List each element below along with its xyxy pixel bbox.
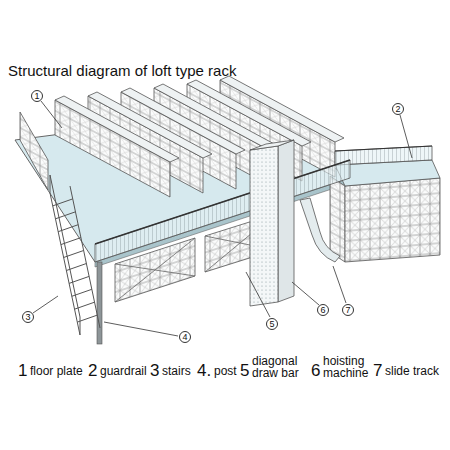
leader-lines-part (33, 296, 58, 313)
part-name: slide track (385, 365, 439, 379)
leader-lines-part (333, 266, 346, 303)
stairs-part (50, 175, 80, 317)
leader-lines-part (400, 115, 412, 158)
rack-rows-part (20, 112, 48, 190)
rack-rows-part (55, 96, 179, 162)
stairs-part (53, 199, 98, 322)
stairs (50, 175, 100, 335)
leader-lines-part (41, 101, 62, 128)
callout-number: 4 (179, 331, 191, 343)
leader-lines (33, 101, 412, 336)
hoisting-machine-part (278, 140, 294, 302)
part-name: guardrail (100, 365, 147, 379)
right-platform-part (345, 178, 440, 262)
post (97, 262, 102, 344)
stairs-part (80, 317, 81, 335)
part-name: floor plate (30, 365, 83, 379)
stairs-part (70, 186, 100, 328)
callout-number: 1 (31, 90, 43, 102)
legend-number: 5 (240, 361, 249, 381)
part-name: post (214, 365, 237, 379)
legend-number: 7 (373, 361, 382, 381)
legend-number: 4. (197, 361, 211, 381)
leader-lines-part (292, 282, 319, 305)
callout-number: 3 (22, 311, 34, 323)
right-platform-part (335, 146, 432, 151)
callout-number: 2 (392, 103, 404, 115)
callout-number: 6 (317, 304, 329, 316)
hoisting-machine (250, 140, 294, 306)
legend-number: 6 (311, 361, 320, 381)
hoisting-machine-part (250, 140, 294, 150)
legend-number: 2 (88, 361, 97, 381)
legend-number: 3 (150, 361, 159, 381)
part-name: stairs (162, 365, 191, 379)
callout-number: 7 (342, 304, 354, 316)
part-name: hoisting machine (323, 355, 375, 379)
stairs-part (50, 175, 51, 193)
diagram-title: Structural diagram of loft type rack (8, 62, 236, 79)
hoisting-machine-part (250, 146, 278, 306)
right-platform-part (330, 176, 345, 262)
legend-number: 1 (18, 361, 27, 381)
slide-track-part (300, 198, 340, 262)
part-name: diagonal draw bar (252, 355, 306, 379)
callout-number: 5 (266, 318, 278, 330)
post-part (97, 262, 102, 344)
slide-track (300, 198, 340, 262)
leader-lines-part (104, 322, 178, 336)
leader-lines-part (246, 272, 270, 317)
